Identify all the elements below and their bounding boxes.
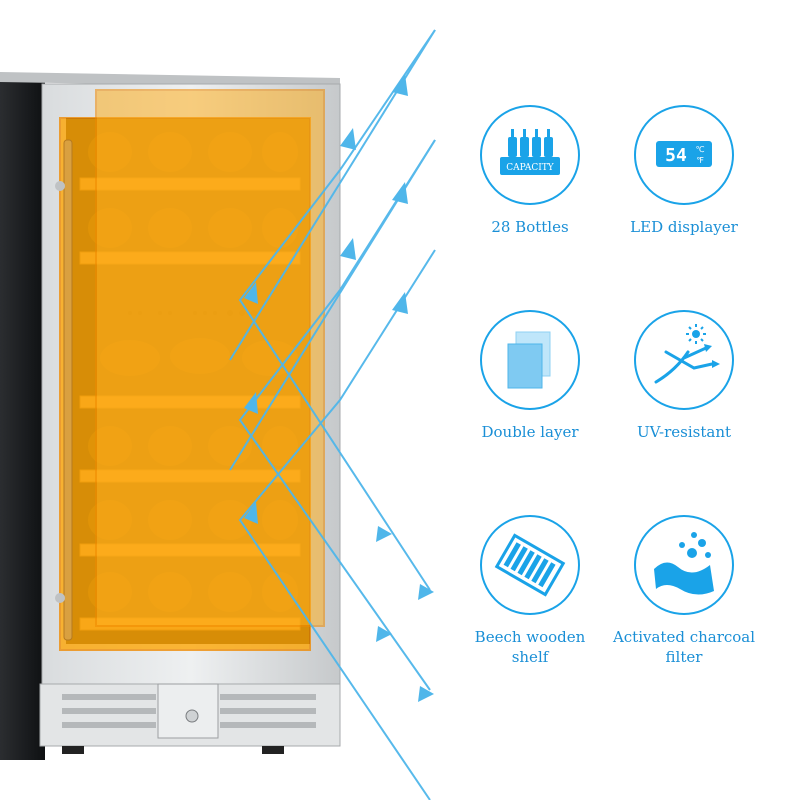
led-display-icon: 54 ℃ ℉ bbox=[634, 105, 734, 205]
feature-label-charcoal-line1: Activated charcoal bbox=[612, 628, 756, 646]
charcoal-filter-icon bbox=[634, 515, 734, 615]
glass-layer-front bbox=[95, 89, 325, 627]
capacity-icon-text: CAPACITY bbox=[506, 163, 555, 173]
ray-arrowheads bbox=[244, 74, 434, 702]
feature-label-shelf-line1: Beech wooden bbox=[474, 628, 586, 646]
feature-charcoal: Activated charcoal filter bbox=[594, 515, 774, 667]
feature-label-uv: UV-resistant bbox=[636, 423, 732, 441]
feature-label-charcoal-line2: filter bbox=[665, 648, 703, 666]
feature-shelf: Beech wooden shelf bbox=[440, 515, 620, 667]
feature-label-led: LED displayer bbox=[630, 218, 738, 236]
vent-slats bbox=[62, 694, 316, 728]
uv-resistant-icon bbox=[634, 310, 734, 410]
feature-double-layer: Double layer bbox=[440, 310, 620, 442]
feature-label-bottles: 28 Bottles bbox=[491, 218, 569, 236]
led-icon-unit-f: ℉ bbox=[696, 156, 704, 165]
feature-label-charcoal: Activated charcoal filter bbox=[594, 627, 774, 667]
feature-label-shelf: Beech wooden shelf bbox=[440, 627, 620, 667]
capacity-bottles-icon: CAPACITY bbox=[480, 105, 580, 205]
uv-light-rays bbox=[229, 29, 436, 800]
led-icon-unit-c: ℃ bbox=[696, 145, 705, 154]
feature-label-shelf-line2: shelf bbox=[511, 648, 549, 666]
feature-capacity: CAPACITY 28 Bottles bbox=[440, 105, 620, 237]
feature-led: 54 ℃ ℉ LED displayer bbox=[594, 105, 774, 237]
cabinet-side bbox=[0, 80, 45, 760]
beech-shelf-icon bbox=[480, 515, 580, 615]
feature-uv: UV-resistant bbox=[594, 310, 774, 442]
lock-icon bbox=[185, 709, 199, 723]
led-icon-digits: 54 bbox=[665, 145, 687, 166]
feature-label-double: Double layer bbox=[481, 423, 579, 441]
door-handle bbox=[63, 139, 73, 641]
double-layer-glass-icon bbox=[480, 310, 580, 410]
